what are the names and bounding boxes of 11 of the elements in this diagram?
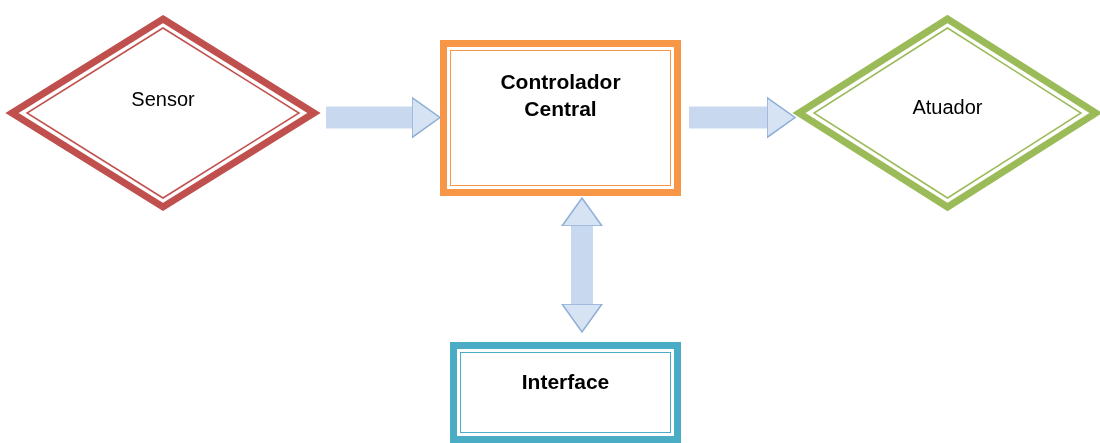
node-label: Controlador Central [500,69,621,122]
block-arrow [561,197,603,333]
process-box [440,40,681,196]
node-label: Atuador [912,94,983,120]
diamond-shape [8,15,318,211]
diamond-shape [795,15,1100,211]
process-box [450,342,681,443]
node-label: Sensor [131,86,195,112]
node-label: Interface [521,368,610,395]
block-arrow [326,96,441,139]
block-arrow [689,96,796,139]
